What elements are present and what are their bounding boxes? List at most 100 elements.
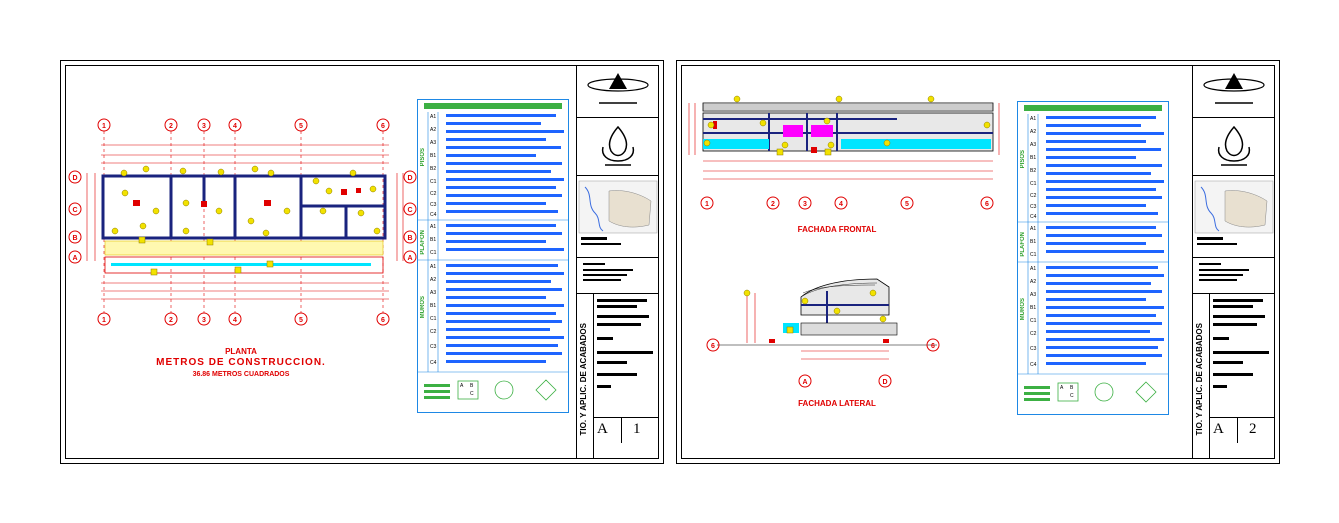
legend-code: A2: [1030, 279, 1037, 285]
project-data-cell: TIO. Y APLIC. DE ACABADOS A 2: [1193, 293, 1275, 459]
svg-text:C: C: [407, 207, 412, 214]
legend-code: C4: [1030, 362, 1037, 368]
svg-text:2: 2: [169, 317, 173, 324]
sheet-number: 2: [1249, 421, 1257, 437]
sheet-vertical-title: TIO. Y APLIC. DE ACABADOS: [1195, 323, 1204, 436]
svg-text:B: B: [72, 235, 77, 242]
legend-code: A1: [430, 224, 437, 230]
legend-code: A2: [1030, 129, 1037, 135]
svg-text:D: D: [407, 175, 412, 182]
svg-text:6: 6: [381, 123, 385, 130]
legend-code: C2: [430, 191, 437, 197]
svg-text:D: D: [882, 379, 887, 386]
legend-rows: [418, 112, 568, 401]
title-block: TIO. Y APLIC. DE ACABADOS A 2: [1192, 65, 1275, 459]
svg-text:5: 5: [299, 123, 303, 130]
legend-code: B1: [1030, 305, 1037, 311]
symbol-letter: B: [470, 383, 474, 389]
legend-code: A3: [1030, 292, 1037, 298]
legend-code: A1: [1030, 266, 1037, 272]
legend-code: C3: [430, 202, 437, 208]
finish-markers: [111, 165, 381, 276]
shield-cell: [1193, 117, 1275, 176]
legend-code: B2: [430, 166, 437, 172]
legend-code: B1: [430, 237, 437, 243]
legend-code: A2: [430, 127, 437, 133]
svg-text:A: A: [72, 255, 77, 262]
svg-text:3: 3: [202, 317, 206, 324]
sheet-vertical-title: TIO. Y APLIC. DE ACABADOS: [579, 323, 588, 436]
notes-cell: [1193, 257, 1275, 294]
legend-code: A3: [430, 140, 437, 146]
finishes-legend: PISOS PLAFON MUROS: [417, 99, 569, 413]
legend-code: A3: [430, 290, 437, 296]
sheet-letter: A: [1213, 421, 1224, 437]
legend-rows: [1018, 114, 1168, 403]
legend-code: C2: [1030, 193, 1037, 199]
svg-text:2: 2: [771, 201, 775, 208]
svg-text:1: 1: [705, 201, 709, 208]
axis-markers-top: [68, 118, 417, 326]
svg-text:4: 4: [233, 123, 237, 130]
svg-text:6: 6: [985, 201, 989, 208]
location-map: [1194, 180, 1274, 234]
legend-code: C1: [430, 179, 437, 185]
university-logo-icon: [1203, 73, 1265, 104]
legend-code: A1: [1030, 226, 1037, 232]
legend-code: A1: [1030, 116, 1037, 122]
svg-text:6: 6: [381, 317, 385, 324]
symbol-letter: B: [1070, 385, 1074, 391]
svg-text:2: 2: [169, 123, 173, 130]
legend-code: C4: [430, 360, 437, 366]
location-map-cell: [1193, 175, 1275, 258]
fleur-de-lis-icon: [1217, 125, 1251, 166]
sheet-border: [681, 65, 1275, 459]
legend-code: C1: [430, 316, 437, 322]
svg-text:5: 5: [905, 201, 909, 208]
sheet-border: [65, 65, 659, 459]
legend-code: C4: [430, 212, 437, 218]
legend-code: A1: [430, 114, 437, 120]
project-data-cell: TIO. Y APLIC. DE ACABADOS A 1: [577, 293, 659, 459]
front-elevation-title: FACHADA FRONTAL: [797, 225, 877, 234]
svg-text:A: A: [802, 379, 807, 386]
svg-text:3: 3: [202, 123, 206, 130]
legend-code: C2: [430, 329, 437, 335]
notes-cell: [577, 257, 659, 294]
svg-text:6: 6: [931, 343, 935, 350]
legend-code: A2: [430, 277, 437, 283]
svg-text:4: 4: [233, 317, 237, 324]
legend-code: C4: [1030, 214, 1037, 220]
svg-text:A: A: [407, 255, 412, 262]
symbol-letter: A: [460, 383, 464, 389]
legend-code: B1: [1030, 155, 1037, 161]
walls: [101, 174, 387, 240]
svg-text:1: 1: [102, 317, 106, 324]
svg-text:6: 6: [711, 343, 715, 350]
legend-header-bar: [424, 103, 562, 109]
svg-text:B: B: [407, 235, 412, 242]
legend-code: C1: [430, 250, 437, 256]
corridor-fill: [104, 240, 384, 256]
logo-cell: [1193, 65, 1275, 118]
legend-header-bar: [1024, 105, 1162, 111]
symbol-letter: A: [1060, 385, 1064, 391]
location-map-cell: [577, 175, 659, 258]
legend-code: B1: [430, 303, 437, 309]
axis-label: 1: [102, 123, 106, 130]
sheet-letter: A: [597, 421, 608, 437]
legend-code: C1: [1030, 252, 1037, 258]
fleur-de-lis-icon: [601, 125, 635, 166]
side-elevation-title: FACHADA LATERAL: [798, 399, 876, 408]
legend-code: C3: [1030, 346, 1037, 352]
legend-code: C2: [1030, 331, 1037, 337]
logo-cell: [577, 65, 659, 118]
symbol-letter: C: [1070, 393, 1074, 399]
location-map: [578, 180, 658, 234]
plan-area: 36.86 METROS CUADRADOS: [192, 371, 290, 378]
svg-text:4: 4: [839, 201, 843, 208]
